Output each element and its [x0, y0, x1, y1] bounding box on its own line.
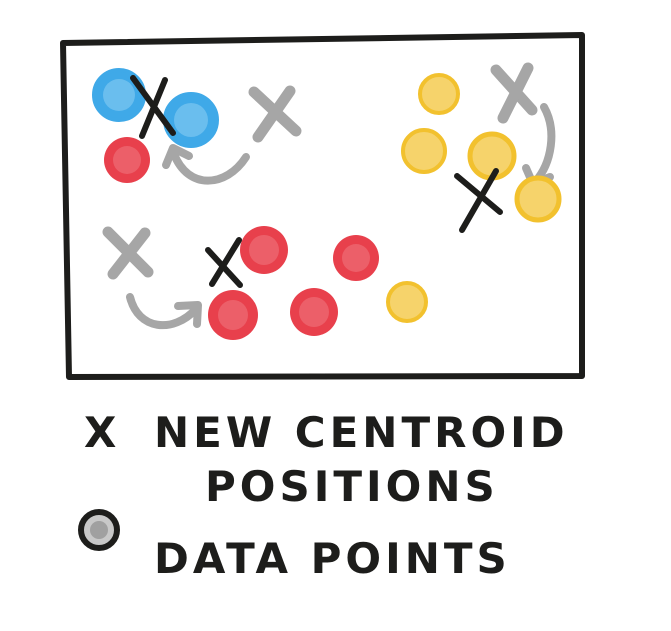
data-point-circle-icon: [467, 131, 517, 181]
data-point-circle-icon: [240, 226, 288, 274]
new-centroid-x-icon: [454, 168, 503, 233]
legend-data-point-icon: [78, 509, 120, 551]
data-point-circle-icon: [208, 290, 258, 340]
legend-data-points-label: DATA POINTS: [154, 534, 511, 583]
legend-centroid-symbol: X: [84, 408, 120, 457]
old-centroid-x-icon: [102, 226, 154, 280]
data-point-circle-icon: [401, 128, 447, 174]
new-centroid-x-icon: [130, 75, 176, 139]
plot-frame: [60, 32, 585, 380]
data-point-circle-icon: [163, 92, 219, 148]
data-point-circle-icon: [333, 235, 379, 281]
data-point-circle-icon: [290, 288, 338, 336]
movement-arrow-icon: [522, 103, 556, 188]
new-centroid-x-icon: [205, 237, 243, 288]
movement-arrow-icon: [162, 144, 250, 185]
old-centroid-x-icon: [490, 62, 538, 124]
data-point-circle-icon: [92, 68, 146, 122]
data-point-circle-icon: [386, 281, 428, 323]
legend-centroid-label-line2: POSITIONS: [205, 462, 499, 511]
movement-arrow-icon: [126, 293, 202, 330]
data-point-circle-icon: [514, 175, 562, 223]
data-point-circle-icon: [104, 137, 150, 183]
data-point-circle-icon: [418, 73, 460, 115]
old-centroid-x-icon: [248, 85, 302, 143]
legend-centroid-label-line1: NEW CENTROID: [154, 408, 569, 457]
